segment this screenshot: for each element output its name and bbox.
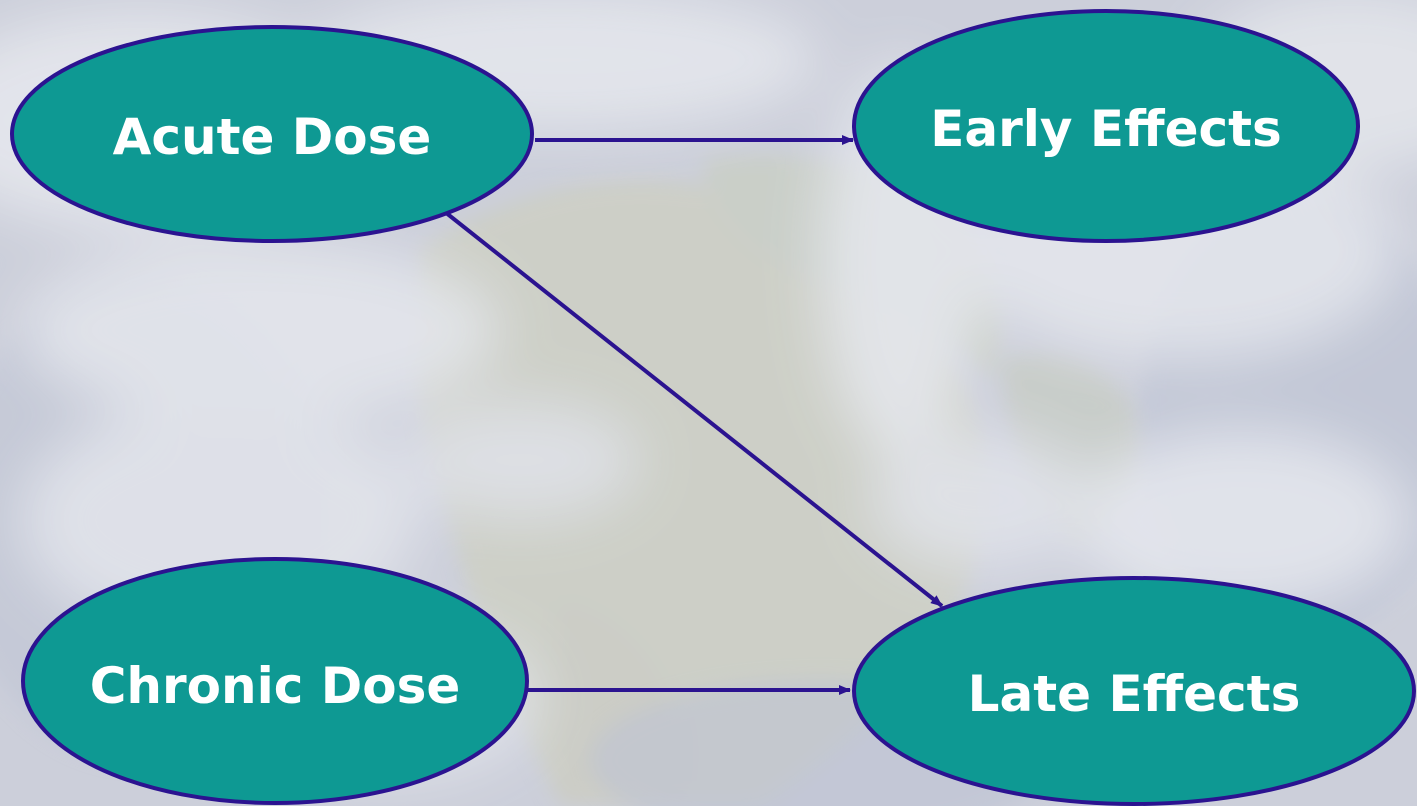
node-acute-dose: Acute Dose [10,25,534,243]
arrows-group [443,135,944,695]
node-label-acute-dose: Acute Dose [113,108,432,166]
node-ellipse [21,557,529,805]
node-label-late-effects: Late Effects [968,665,1301,723]
node-late-effects: Late Effects [852,576,1416,806]
node-early-effects: Early Effects [852,9,1360,243]
node-chronic-dose: Chronic Dose [21,557,529,805]
node-ellipse [852,576,1416,806]
node-label-chronic-dose: Chronic Dose [90,657,461,715]
node-ellipse [852,9,1360,243]
node-ellipse [10,25,534,243]
node-label-early-effects: Early Effects [930,100,1282,158]
arrow-acute-to-late [443,210,944,608]
